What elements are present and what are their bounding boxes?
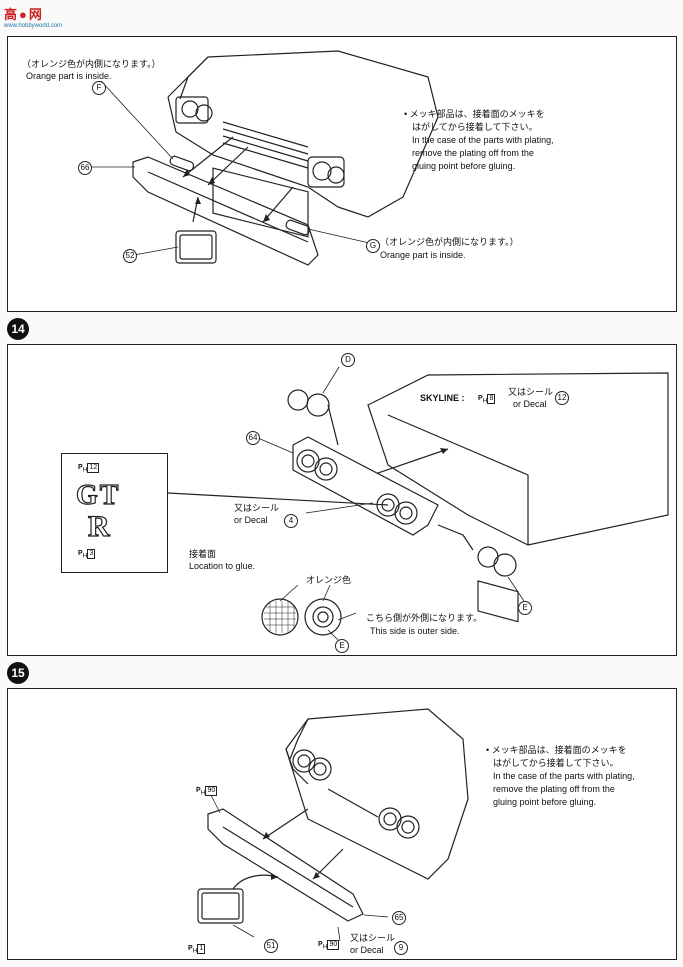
- decal9-en: or Decal: [350, 945, 384, 955]
- plating-note-en-1: In the case of the parts with plating,: [493, 771, 635, 781]
- ph-90b-number: 90: [327, 940, 340, 950]
- ph-1-number: 1: [197, 944, 206, 954]
- skyline-ph-number: 8: [487, 394, 496, 404]
- plating-note-jp-1: • メッキ部品は、接着面のメッキを: [486, 745, 627, 755]
- grille-assembly-drawing: [167, 366, 669, 641]
- plating-note-en-3: gluing point before gluing.: [493, 797, 597, 807]
- skyline-decal-callout: 12: [555, 391, 569, 405]
- part-52-callout: 52: [123, 249, 137, 263]
- part-64-callout: 64: [246, 431, 260, 445]
- plating-note-en-3: gluing point before gluing.: [412, 161, 516, 171]
- decal4-jp: 又はシール: [234, 503, 280, 513]
- part-E-callout-bottom: E: [335, 639, 349, 653]
- plating-note-jp-2: はがしてから接着して下さい。: [412, 122, 538, 132]
- part-66-callout: 66: [78, 161, 92, 175]
- decal4-callout: 4: [284, 514, 298, 528]
- plating-note-jp-2: はがしてから接着して下さい。: [493, 758, 619, 768]
- skyline-label: SKYLINE :: [420, 393, 465, 403]
- plating-note-en-2: remove the plating off from the: [493, 784, 615, 794]
- decal4-en: or Decal: [234, 515, 268, 525]
- watermark-logo: 高●网 www.hobbyworld.com: [4, 4, 74, 34]
- r-emblem: R: [87, 509, 110, 543]
- glue-location-en: Location to glue.: [189, 561, 256, 571]
- ph-top-number: 90: [205, 786, 218, 796]
- glue-location-jp: 接着面: [189, 549, 217, 559]
- note-inside-bottom-jp: （オレンジ色が内側になります。）: [380, 237, 519, 247]
- orange-label-jp: オレンジ色: [306, 575, 352, 585]
- part-G-callout: G: [366, 239, 380, 253]
- step-14-badge: 14: [7, 318, 29, 340]
- note-inside-bottom-en: Orange part is inside.: [380, 250, 466, 260]
- plating-note-jp-1: • メッキ部品は、接着面のメッキを: [404, 109, 545, 119]
- outer-side-jp: こちら側が外側になります。: [366, 613, 483, 623]
- skyline-or-jp: 又はシール: [508, 387, 554, 397]
- decal9-callout: 9: [394, 941, 408, 955]
- part-D-callout: D: [341, 353, 355, 367]
- panel-step-13: （オレンジ色が内側になります。） Orange part is inside. …: [7, 36, 677, 312]
- part-E-callout-right: E: [518, 601, 532, 615]
- gt-emblem: GT: [75, 479, 121, 511]
- step-15-badge: 15: [7, 662, 29, 684]
- front-bumper-drawing: [197, 708, 469, 942]
- outer-side-en: This side is outer side.: [370, 626, 460, 636]
- decal9-jp: 又はシール: [350, 933, 396, 943]
- note-inside-top-jp: （オレンジ色が内側になります。）: [22, 59, 161, 69]
- note-inside-top-en: Orange part is inside.: [26, 71, 112, 81]
- plating-note-en-1: In the case of the parts with plating,: [412, 135, 554, 145]
- gtr-ph-bottom-number: 3: [87, 549, 96, 559]
- part-F-callout: F: [92, 81, 106, 95]
- plating-note-en-2: remove the plating off from the: [412, 148, 534, 158]
- bumper-assembly-drawing: [88, 50, 439, 266]
- skyline-or-en: or Decal: [513, 399, 547, 409]
- watermark-mark: 高●网: [4, 7, 44, 22]
- watermark-url: www.hobbyworld.com: [4, 23, 63, 29]
- gtr-ph-top-number: 12: [87, 463, 100, 473]
- part-51-callout: 51: [264, 939, 278, 953]
- part-65-callout: 65: [392, 911, 406, 925]
